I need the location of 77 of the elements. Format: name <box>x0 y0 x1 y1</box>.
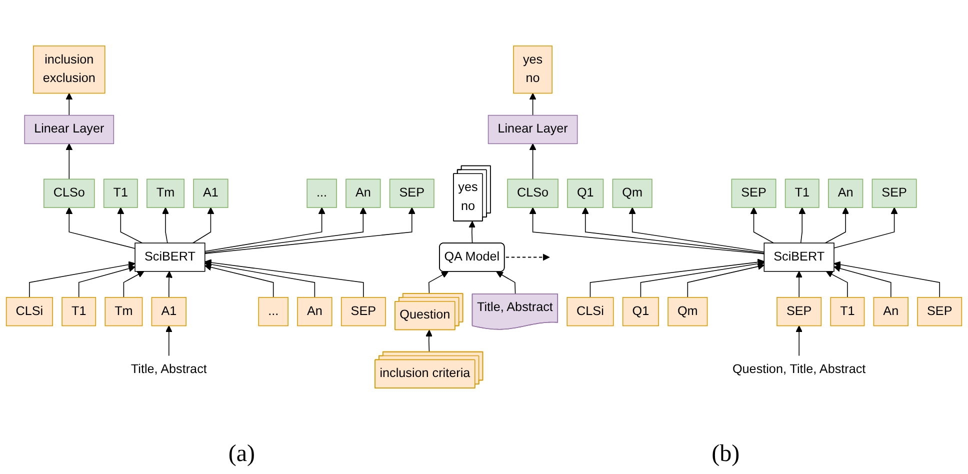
arrow <box>123 271 144 298</box>
node-box: CLSi <box>566 297 614 326</box>
node-box: SEP <box>340 297 386 326</box>
node-box: SEP <box>731 178 776 208</box>
arrow <box>192 207 214 244</box>
arrow <box>834 261 940 298</box>
node-text: Title, Abstract <box>130 362 207 376</box>
node-box: Q1 <box>567 178 604 208</box>
arrow <box>204 207 416 254</box>
arrow <box>166 271 173 298</box>
arrow <box>496 271 516 295</box>
arrow <box>529 92 536 116</box>
arrow <box>834 207 898 248</box>
arrow <box>204 260 316 298</box>
node-box: A1 <box>151 297 186 326</box>
arrow <box>750 207 774 244</box>
arrow <box>428 271 448 294</box>
node-box: inclusion exclusion <box>32 46 106 94</box>
panel-label: (a) <box>228 440 255 468</box>
arrow <box>687 263 764 298</box>
arrow <box>165 325 172 356</box>
node-box: T1 <box>62 297 96 326</box>
node-box: yes no <box>513 46 552 94</box>
arrow <box>529 143 536 180</box>
node-box: Tm <box>146 178 184 208</box>
node-box: An <box>828 178 864 208</box>
node-box: ... <box>306 178 337 208</box>
node-box: An <box>297 297 332 326</box>
node-box: CLSi <box>6 297 53 326</box>
arrow <box>204 259 364 298</box>
node-box: Qm <box>612 178 652 208</box>
arrow <box>468 221 476 244</box>
panel-label: (b) <box>712 440 740 468</box>
arrow <box>204 264 274 298</box>
node-box: T1 <box>784 178 820 208</box>
dashed-arrow <box>506 254 550 261</box>
node-box: Qm <box>668 297 708 326</box>
arrow <box>834 265 892 298</box>
arrow <box>590 258 764 298</box>
node-box: SEP <box>776 297 822 326</box>
arrow <box>529 207 765 254</box>
arrow <box>640 260 764 298</box>
node-box: Q1 <box>622 297 659 326</box>
arrow <box>29 261 136 298</box>
node-box: Linear Layer <box>488 114 578 144</box>
arrow <box>628 207 765 252</box>
node-box: CLSo <box>507 178 558 208</box>
node-box: ... <box>258 297 288 326</box>
node-box: T1 <box>103 178 138 208</box>
node-box: Linear Layer <box>24 114 114 144</box>
arrow <box>204 207 367 254</box>
arrow <box>796 325 803 356</box>
arrow <box>66 92 73 116</box>
arrow <box>582 207 765 254</box>
node-box: Tm <box>104 297 143 326</box>
arrow <box>796 271 803 298</box>
node-box: SEP <box>389 178 434 208</box>
arrow <box>826 271 848 298</box>
node-box: SEP <box>872 178 917 208</box>
node-box: An <box>873 297 908 326</box>
node-box: An <box>346 178 381 208</box>
node-box: SciBERT <box>134 242 206 272</box>
arrow <box>798 207 806 244</box>
node-box: SciBERT <box>764 242 834 272</box>
node-box: CLSo <box>44 178 95 208</box>
arrow <box>78 265 136 298</box>
node-text: Question, Title, Abstract <box>732 362 866 376</box>
arrow <box>162 207 169 244</box>
arrow <box>824 207 850 244</box>
arrow <box>117 207 143 244</box>
node-box: T1 <box>830 297 865 326</box>
arrow <box>66 207 136 249</box>
node-box: A1 <box>193 178 228 208</box>
arrow <box>426 330 432 353</box>
arrow <box>66 143 73 180</box>
arrow <box>204 207 326 252</box>
node-box: SEP <box>917 297 962 326</box>
